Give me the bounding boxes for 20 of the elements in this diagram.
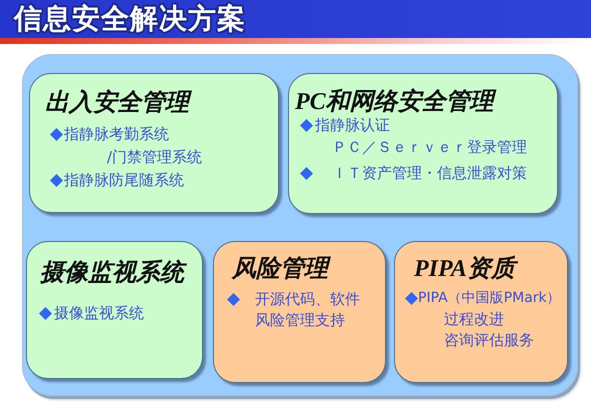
info-card [29, 73, 279, 213]
list-item-text: 风险管理支持 [255, 311, 345, 329]
rounded-panel [22, 54, 578, 396]
list-item-text: 指静脉认证 [315, 116, 390, 134]
list-item-text: 摄像监视系统 [54, 304, 144, 322]
list-item-text: ＩＴ资产管理・信息泄露对策 [332, 164, 527, 182]
card-heading: PC和网络安全管理 [295, 88, 494, 116]
list-item-text: PIPA（中国版PMark） [418, 289, 561, 307]
info-card [394, 241, 568, 383]
list-item-text: 过程改进 [444, 310, 504, 328]
info-card [288, 73, 558, 214]
info-card [213, 241, 386, 383]
list-item-text: 开源代码、软件 [255, 290, 360, 308]
list-item-text: ＰＣ／Ｓｅｒｖｅｒ登录管理 [332, 138, 527, 156]
list-item-text: 咨询评估服务 [444, 331, 534, 349]
list-item-text: 指静脉考勤系统 [64, 125, 169, 143]
list-item-text: 指静脉防尾随系统 [64, 171, 184, 189]
info-card [26, 241, 203, 379]
list-item-text: /门禁管理系统 [107, 148, 202, 166]
page-title: 信息安全解决方案 [14, 3, 246, 35]
